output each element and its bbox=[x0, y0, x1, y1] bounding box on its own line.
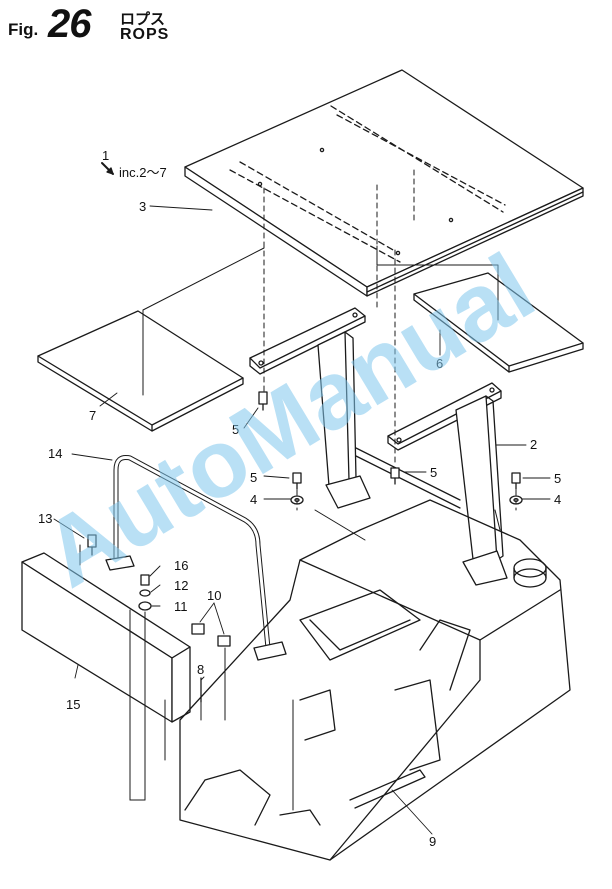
machine-body bbox=[179, 499, 571, 861]
rubber-mount-10b bbox=[217, 635, 231, 647]
callout-5b: 5 bbox=[250, 470, 257, 485]
frame-cross-member bbox=[355, 447, 461, 509]
rubber-mount-10a bbox=[191, 623, 205, 635]
left-rops-frame bbox=[249, 307, 371, 509]
bolt-5a bbox=[258, 391, 268, 411]
callout-16: 16 bbox=[174, 558, 188, 573]
left-cover-plate bbox=[37, 310, 244, 432]
figure-title-english: ROPS bbox=[120, 26, 170, 43]
callout-6: 6 bbox=[436, 356, 443, 371]
callout-8: 8 bbox=[197, 662, 204, 677]
canopy-roof bbox=[184, 69, 584, 297]
fasteners bbox=[87, 391, 523, 703]
callout-9: 9 bbox=[429, 834, 436, 849]
callout-5d: 5 bbox=[554, 471, 561, 486]
callout-labels: 1 inc.2～7 2 3 4 4 5 5 5 5 6 7 8 9 10 11 … bbox=[38, 148, 561, 849]
callout-2: 2 bbox=[530, 437, 537, 452]
callout-3: 3 bbox=[139, 199, 146, 214]
washer-11 bbox=[138, 601, 152, 611]
callout-13: 13 bbox=[38, 511, 52, 526]
callout-11: 11 bbox=[174, 599, 188, 614]
figure-title-japanese: ロプス bbox=[120, 11, 166, 28]
bolt-5c bbox=[390, 467, 400, 485]
callout-4b: 4 bbox=[554, 492, 561, 507]
label-leaders bbox=[53, 205, 551, 835]
callout-12: 12 bbox=[174, 578, 188, 593]
callout-1-includes: inc.2～7 bbox=[119, 165, 167, 180]
bolt-16 bbox=[140, 574, 150, 586]
right-rops-frame bbox=[387, 382, 508, 586]
callout-14: 14 bbox=[48, 446, 62, 461]
callout-10: 10 bbox=[207, 588, 221, 603]
callout-5a: 5 bbox=[232, 422, 239, 437]
washer-12 bbox=[139, 589, 151, 597]
callout-7: 7 bbox=[89, 408, 96, 423]
assembly-arrow bbox=[101, 162, 114, 175]
callout-15: 15 bbox=[66, 697, 80, 712]
side-cover-panel bbox=[21, 552, 191, 723]
projection-lines bbox=[79, 245, 501, 811]
bolt-5b bbox=[292, 472, 302, 490]
bolt-5d bbox=[511, 472, 521, 490]
figure-prefix: Fig. bbox=[8, 20, 39, 39]
callout-1: 1 bbox=[102, 148, 109, 163]
handrail bbox=[105, 455, 287, 661]
callout-4a: 4 bbox=[250, 492, 257, 507]
callout-5c: 5 bbox=[430, 465, 437, 480]
bolt-13 bbox=[87, 534, 97, 556]
figure-number: 26 bbox=[48, 2, 91, 46]
